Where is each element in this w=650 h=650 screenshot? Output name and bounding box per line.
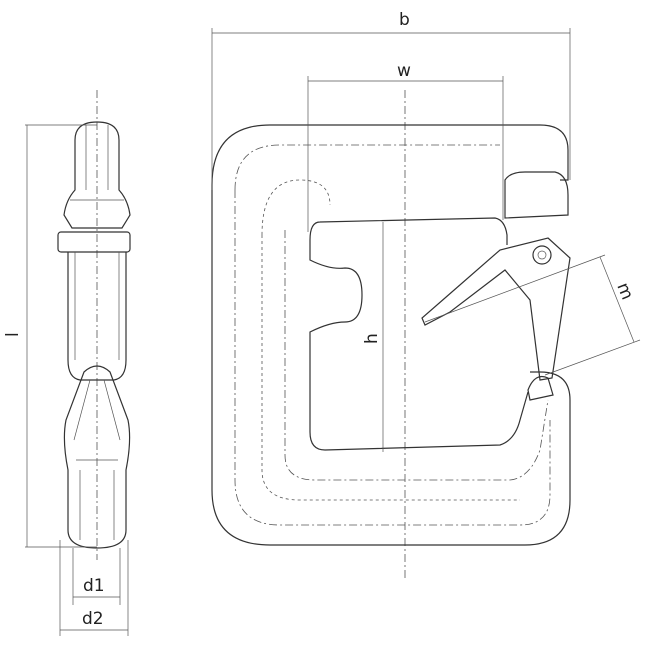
latch-pivot-inner	[537, 250, 547, 260]
side-view	[57, 90, 131, 560]
label-m: m	[612, 280, 637, 303]
side-top-eye	[63, 121, 131, 229]
dimension-w: w	[307, 61, 504, 232]
front-outline-dot	[261, 179, 520, 501]
label-w: w	[397, 61, 411, 81]
dimension-d1: d1	[72, 548, 121, 605]
side-body-detail	[74, 252, 120, 360]
m-ext-top	[424, 254, 606, 323]
dimension-l: l	[3, 124, 97, 548]
dimension-h: h	[362, 222, 384, 452]
side-bottom-detail	[73, 379, 121, 540]
side-top-detail	[70, 125, 124, 201]
front-latch	[421, 237, 571, 381]
label-l: l	[3, 332, 23, 337]
label-b: b	[399, 10, 410, 30]
side-bottom-hook	[63, 365, 131, 549]
label-d2: d2	[82, 609, 104, 629]
latch-pivot-pin	[532, 245, 552, 265]
front-outline-dash-2	[284, 230, 549, 481]
side-pin-block	[57, 231, 131, 253]
m-dim-line	[599, 256, 635, 343]
front-outline-dash-1	[234, 144, 551, 526]
front-view	[211, 90, 571, 580]
m-ext-bottom	[544, 339, 641, 376]
dimension-d2: d2	[59, 540, 129, 636]
front-hook-tip	[527, 375, 554, 401]
front-outer-contour	[211, 124, 571, 546]
dimension-b: b	[211, 10, 571, 190]
front-inner-opening	[309, 217, 529, 451]
side-body	[67, 252, 127, 381]
dimension-m: m	[424, 254, 641, 376]
label-d1: d1	[83, 576, 105, 596]
label-h: h	[362, 333, 382, 344]
front-latch-housing	[504, 171, 569, 219]
